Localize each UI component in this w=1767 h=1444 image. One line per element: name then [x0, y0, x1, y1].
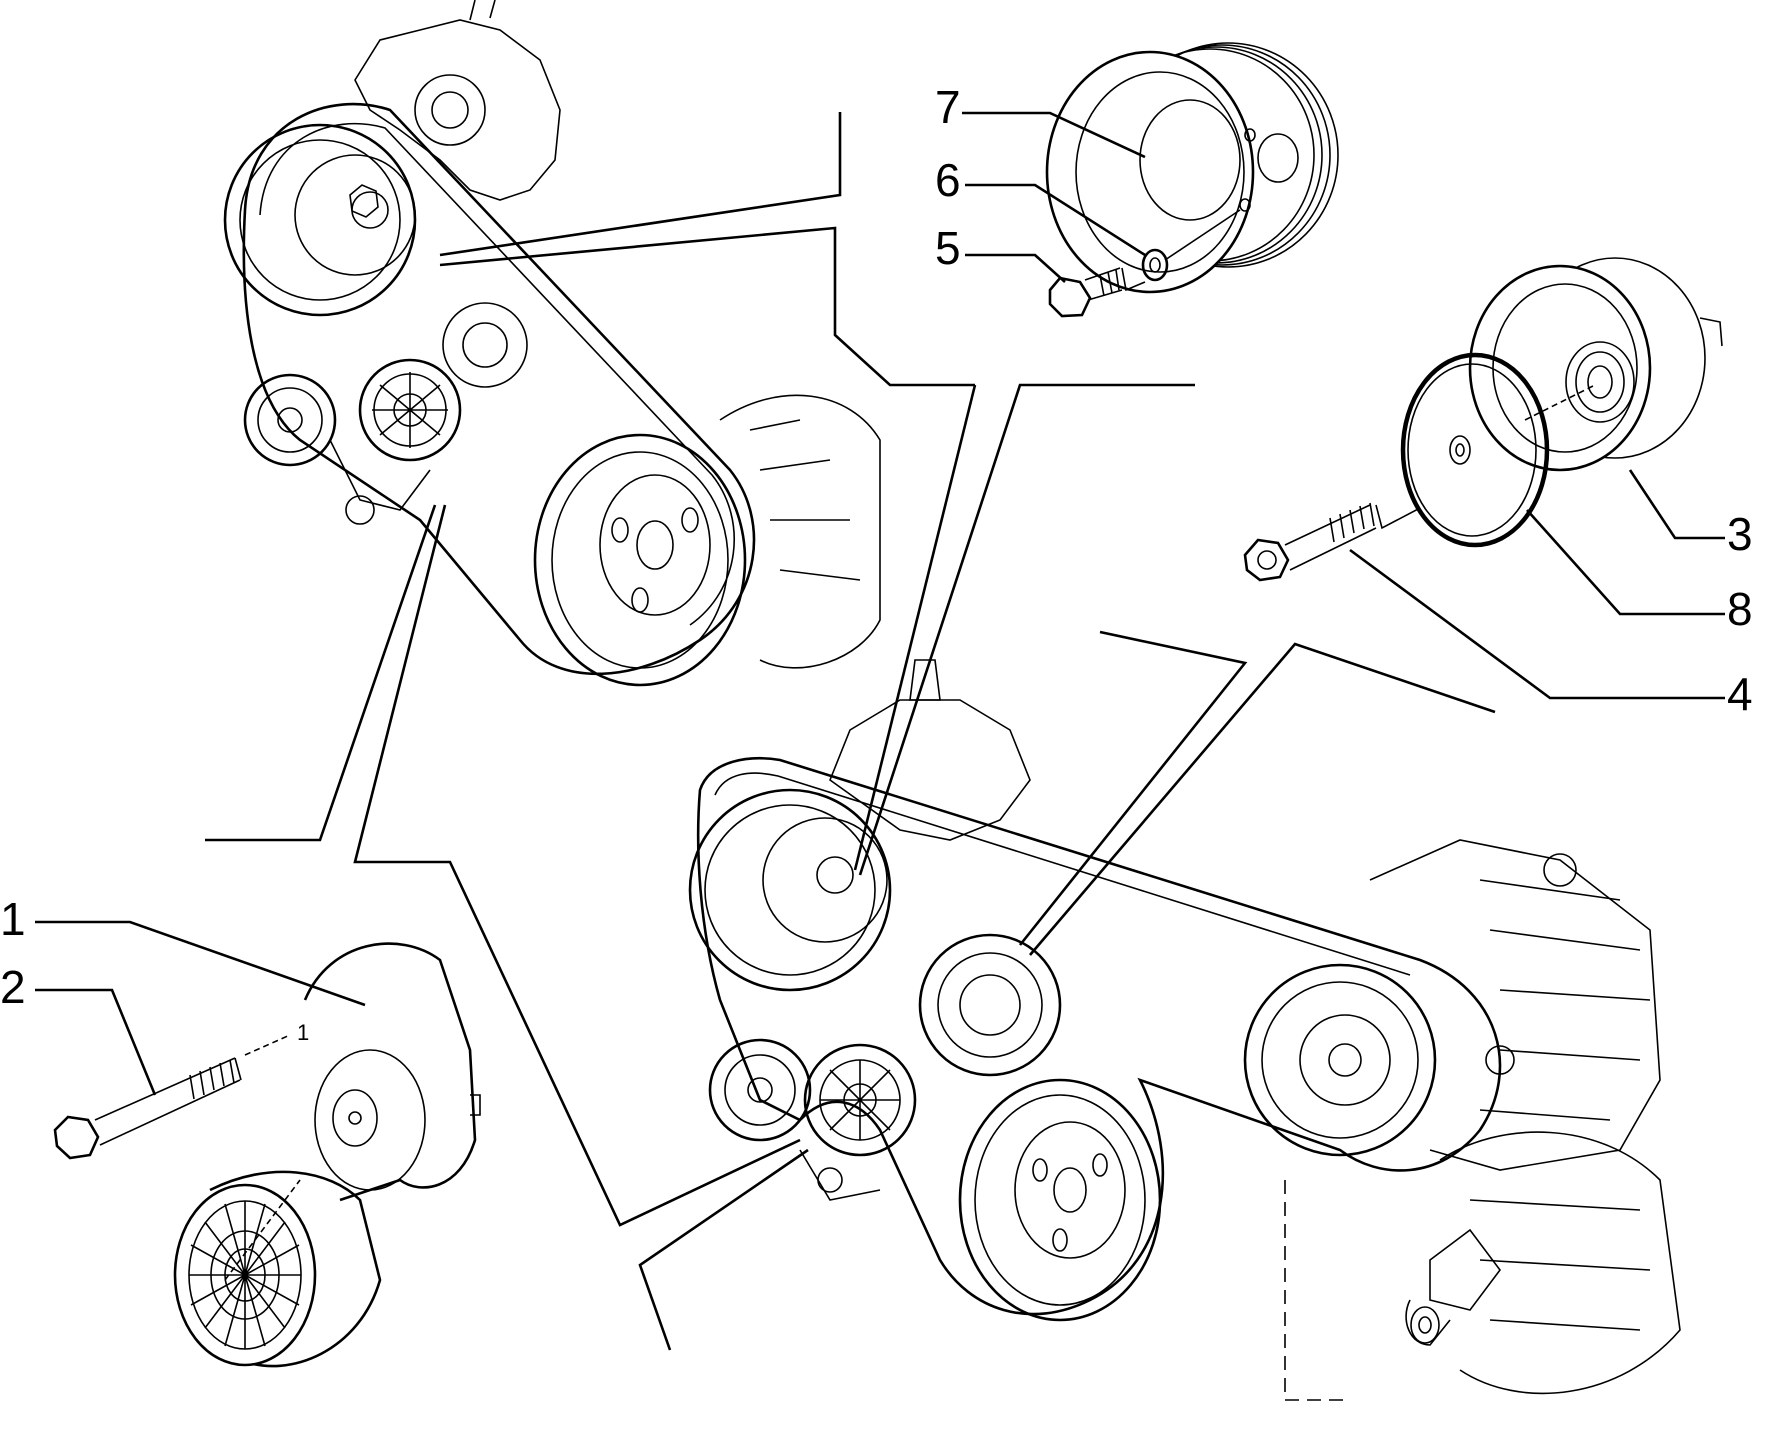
part-8-dust-cap [1400, 352, 1550, 548]
callout-7: 7 [935, 81, 961, 133]
part-3-idler-pulley [1468, 257, 1723, 472]
part-7-pulley [1045, 42, 1339, 294]
part-2-bolt [53, 1034, 291, 1160]
reference-lines [205, 112, 1496, 1351]
axis-mark-1: 1 [297, 1020, 309, 1045]
callout-1: 1 [0, 893, 26, 945]
callout-3: 3 [1727, 508, 1753, 560]
engine-view-top [223, 0, 881, 687]
part-6-washer [1141, 248, 1169, 282]
callout-5: 5 [935, 222, 961, 274]
callout-2: 2 [0, 961, 26, 1013]
callout-leaders [35, 111, 1725, 1096]
part-5-bolt [1048, 267, 1146, 318]
callout-6: 6 [935, 154, 961, 206]
part-1-tensioner [173, 942, 481, 1368]
callout-4: 4 [1727, 668, 1753, 720]
callout-8: 8 [1727, 583, 1753, 635]
part-4-bolt [1243, 502, 1421, 582]
crankshaft-detail [1284, 1131, 1681, 1401]
engine-view-center [688, 659, 1661, 1322]
